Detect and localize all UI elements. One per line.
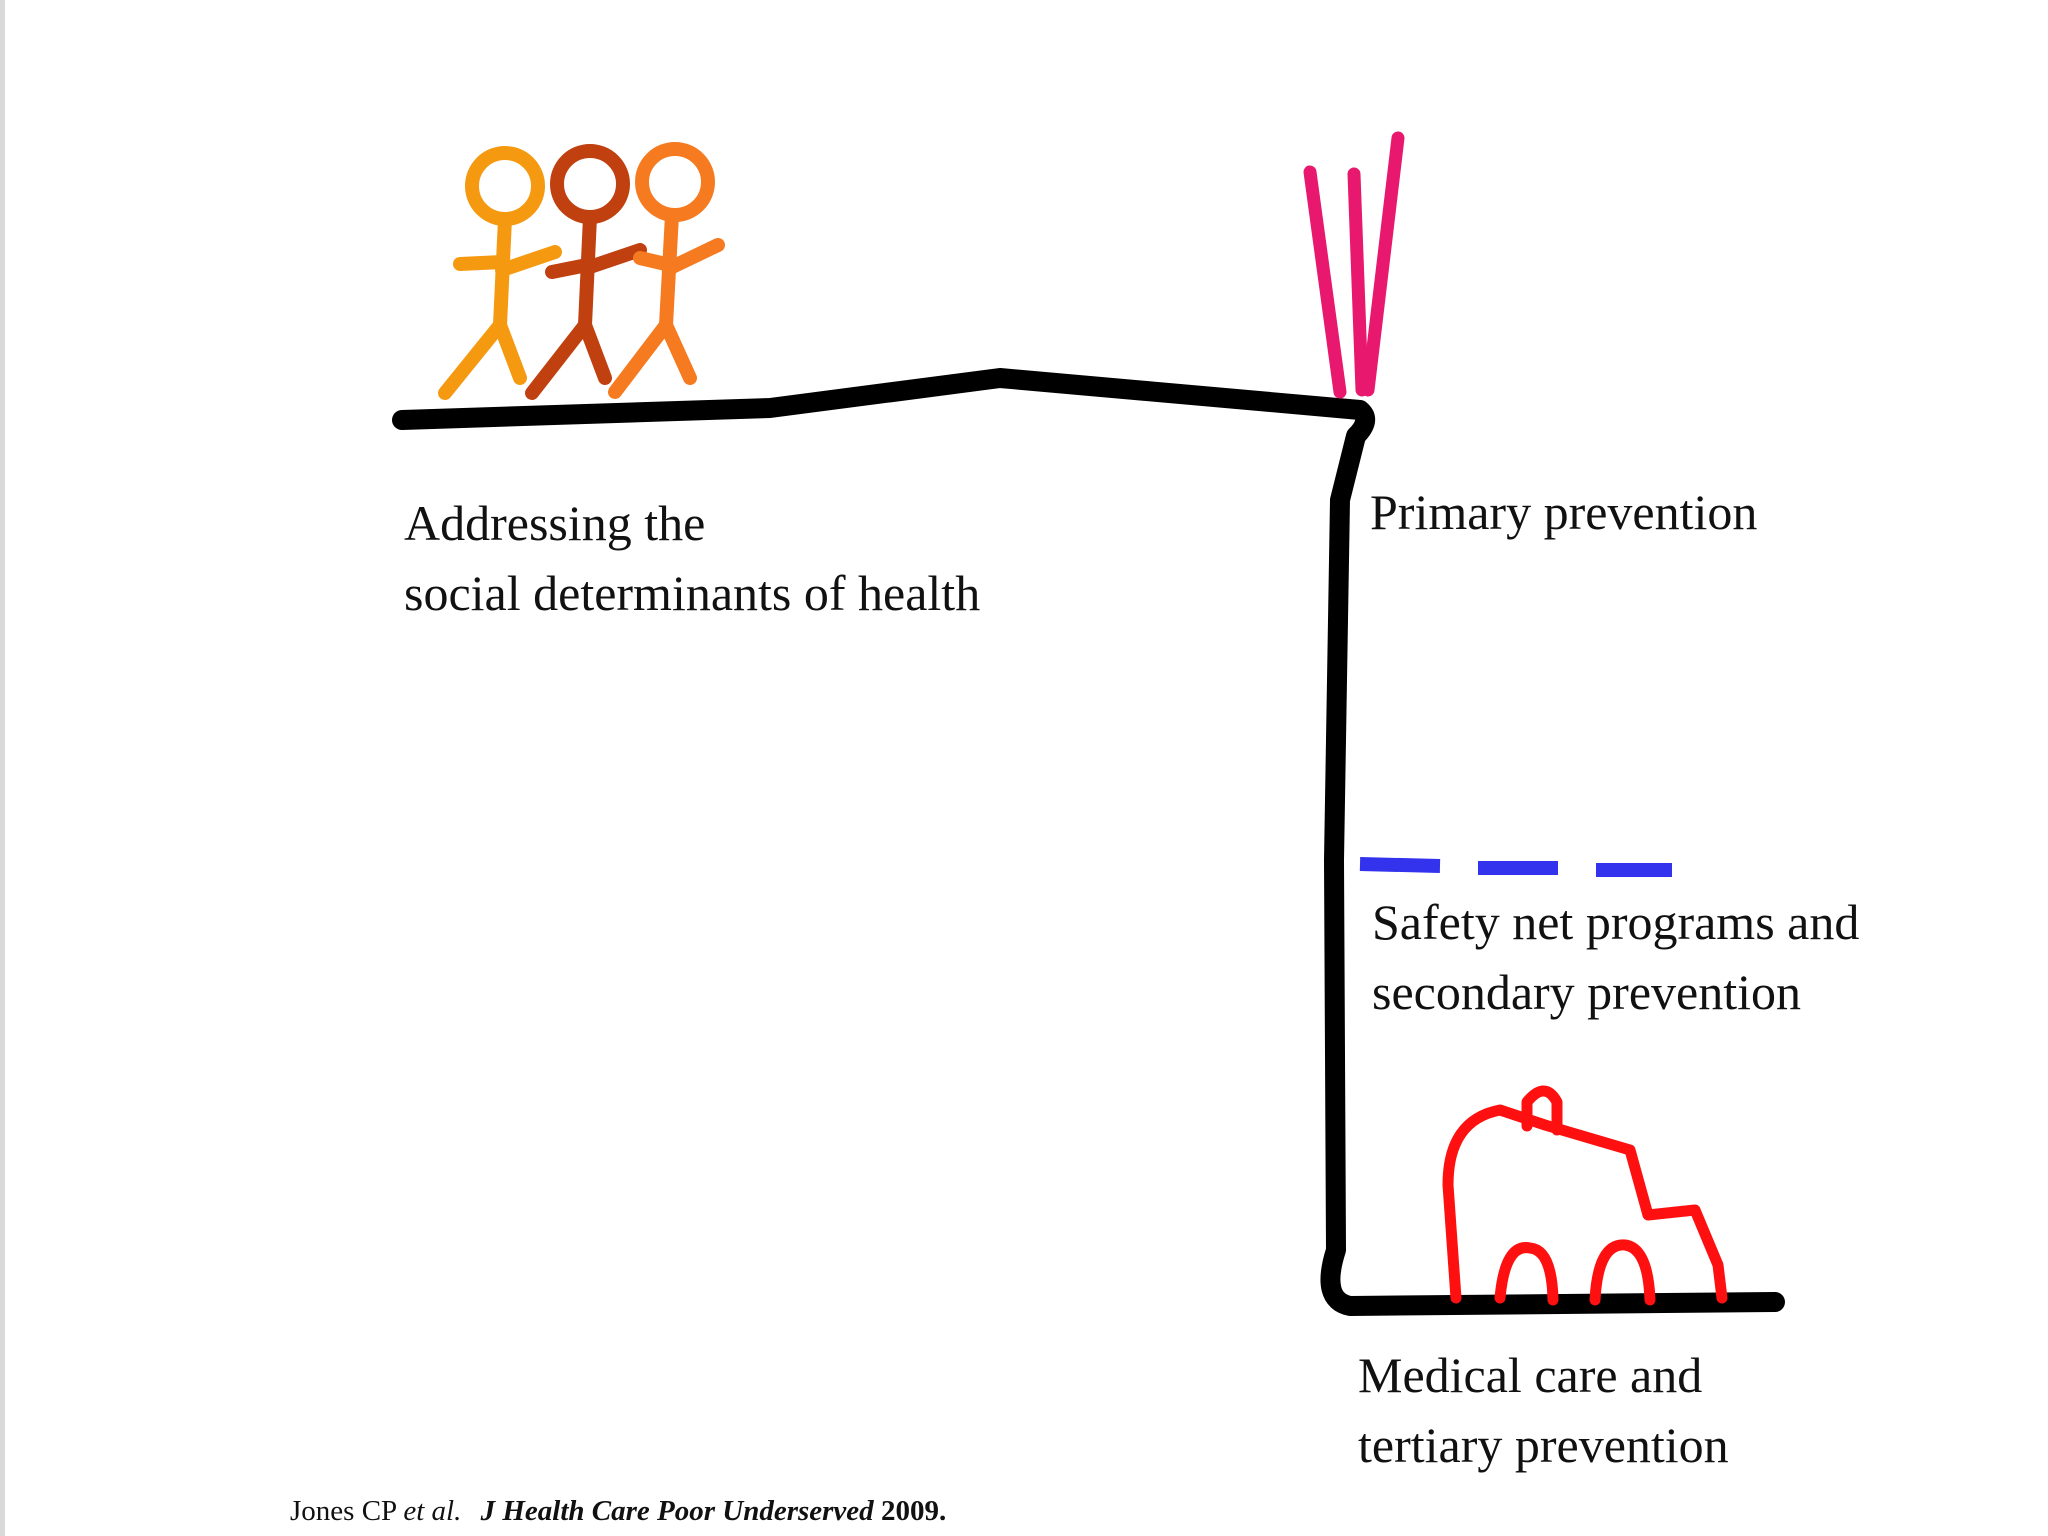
person-2-icon — [525, 144, 647, 400]
medical-care-line-1: Medical care and — [1358, 1347, 1703, 1403]
safety-net-line-2: secondary prevention — [1372, 964, 1802, 1020]
social-determinants-label: Addressing the social determinants of he… — [404, 488, 980, 628]
citation-etal: et al. — [403, 1495, 462, 1527]
citation-authors: Jones CP — [290, 1495, 397, 1527]
social-determinants-line-2: social determinants of health — [404, 565, 981, 621]
people-icon — [438, 142, 725, 400]
slide-edge — [0, 0, 5, 1536]
person-3-icon — [608, 142, 725, 399]
ambulance-icon — [1442, 1085, 1728, 1306]
citation-year: 2009. — [880, 1495, 947, 1527]
safety-net-line-1: Safety net programs and — [1372, 894, 1860, 950]
fence-icon — [1303, 131, 1405, 399]
safety-net-label: Safety net programs and secondary preven… — [1372, 887, 1859, 1027]
citation: Jones CP et al. J Health Care Poor Under… — [290, 1495, 946, 1528]
medical-care-line-2: tertiary prevention — [1358, 1417, 1729, 1473]
social-determinants-line-1: Addressing the — [404, 495, 706, 551]
medical-care-label: Medical care and tertiary prevention — [1358, 1340, 1729, 1480]
primary-prevention-text: Primary prevention — [1370, 484, 1758, 540]
primary-prevention-label: Primary prevention — [1370, 477, 1757, 547]
person-1-icon — [438, 146, 562, 400]
cliff-outline — [392, 368, 1785, 1316]
citation-journal: J Health Care Poor Underserved — [480, 1495, 874, 1527]
safety-net-icon — [1359, 857, 1672, 877]
